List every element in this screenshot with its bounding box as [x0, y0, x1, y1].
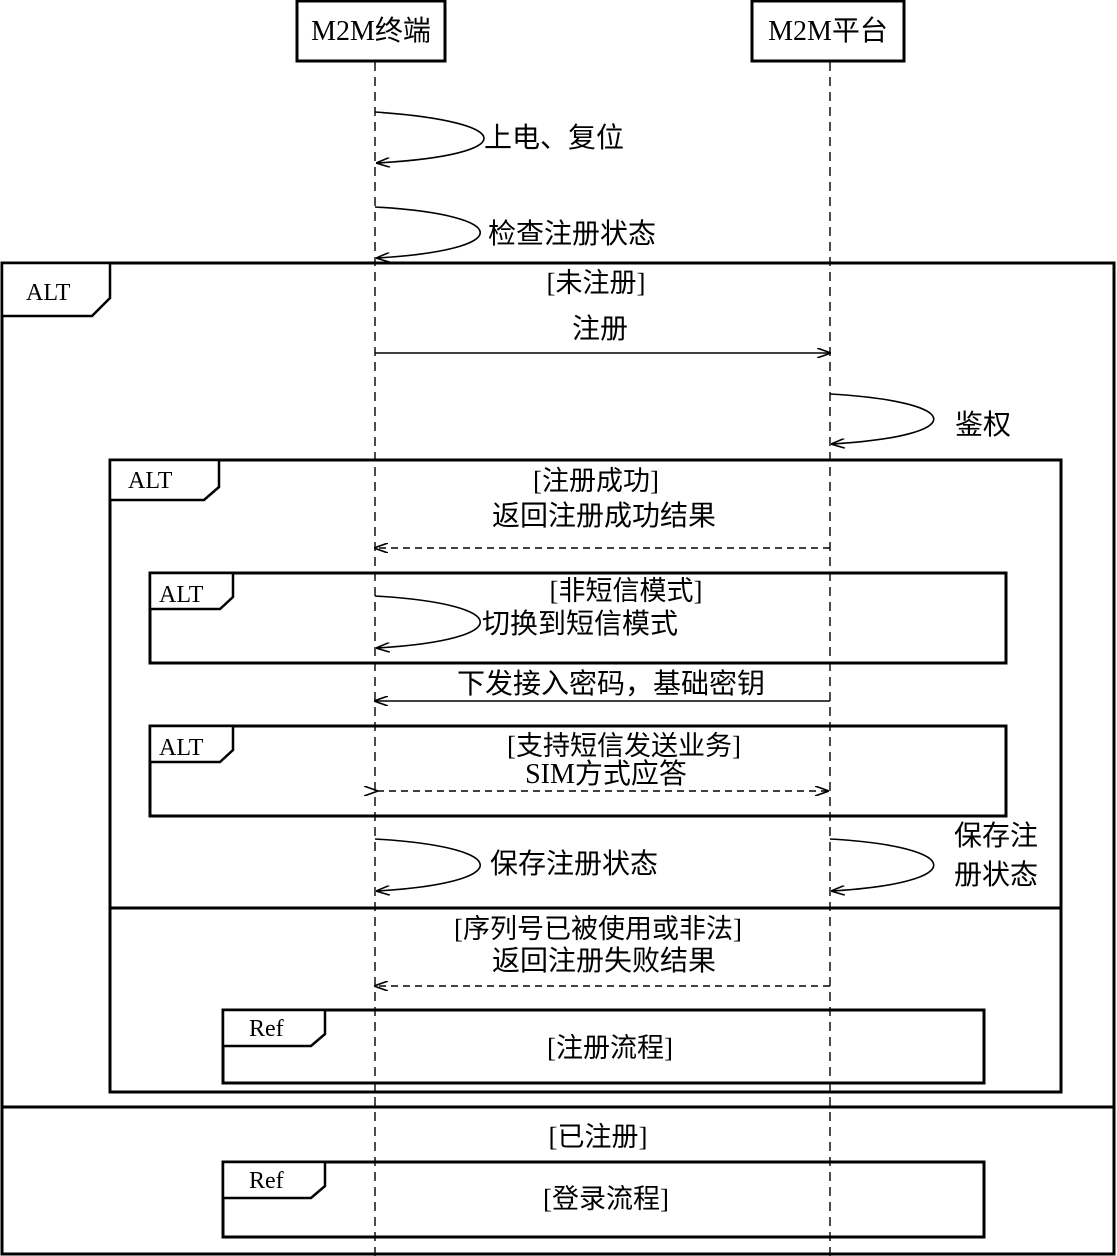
return-success-label: 返回注册成功结果: [492, 500, 716, 532]
sim-reply-label: SIM方式应答: [525, 758, 687, 790]
return-fail-label: 返回注册失败结果: [492, 945, 716, 977]
sms-mode-guard: [非短信模式]: [550, 576, 703, 606]
inner-guard-invalid: [序列号已被使用或非法]: [454, 914, 742, 944]
self-message-switch-sms: 切换到短信模式: [374, 595, 678, 648]
self-message-save-platform: 保存注 册状态: [829, 820, 1038, 891]
outer-alt-frame: ALT [未注册] [已注册]: [0, 261, 1116, 1256]
ref-registration-flow: Ref [注册流程]: [221, 1008, 986, 1085]
self-message-check-status: 检查注册状态: [374, 206, 656, 258]
issue-keys-label: 下发接入密码，基础密钥: [457, 668, 765, 700]
self-message-power-reset: 上电、复位: [374, 111, 624, 163]
ref-tag-login: Ref: [249, 1168, 284, 1194]
ref-login-flow: Ref [登录流程]: [221, 1160, 986, 1239]
message-return-success: 返回注册成功结果: [375, 500, 830, 548]
ref-registration-text: [注册流程]: [547, 1033, 673, 1063]
sms-support-guard: [支持短信发送业务]: [507, 731, 741, 761]
auth-label: 鉴权: [955, 409, 1011, 441]
sms-mode-alt-tag: ALT: [159, 582, 204, 608]
sms-support-alt-tag: ALT: [159, 735, 204, 761]
outer-guard-unregistered: [未注册]: [547, 268, 646, 298]
ref-login-text: [登录流程]: [543, 1184, 669, 1214]
message-register: 注册: [375, 313, 830, 353]
message-sim-reply: SIM方式应答: [377, 758, 828, 791]
outer-guard-registered: [已注册]: [549, 1122, 648, 1152]
save-status-terminal-label: 保存注册状态: [490, 848, 658, 880]
message-return-fail: 返回注册失败结果: [375, 945, 830, 986]
participant-terminal: M2M终端: [295, 0, 447, 63]
power-reset-label: 上电、复位: [484, 122, 624, 154]
sms-mode-alt-frame: ALT [非短信模式]: [148, 571, 1008, 665]
inner-guard-success: [注册成功]: [533, 466, 659, 496]
inner-alt-frame: ALT [注册成功] [序列号已被使用或非法]: [108, 458, 1063, 1094]
message-issue-keys: 下发接入密码，基础密钥: [375, 668, 830, 701]
self-message-auth: 鉴权: [829, 393, 1011, 444]
participant-platform-label: M2M平台: [768, 15, 888, 47]
outer-alt-tag: ALT: [26, 280, 71, 306]
participant-platform: M2M平台: [750, 0, 906, 63]
self-message-save-terminal: 保存注册状态: [374, 838, 658, 891]
check-status-label: 检查注册状态: [488, 218, 656, 250]
ref-tag-registration: Ref: [249, 1016, 284, 1042]
switch-sms-label: 切换到短信模式: [482, 608, 678, 640]
register-label: 注册: [572, 313, 628, 345]
sms-support-alt-frame: ALT [支持短信发送业务]: [148, 724, 1008, 818]
participant-terminal-label: M2M终端: [311, 15, 431, 47]
inner-alt-tag: ALT: [128, 468, 173, 494]
save-status-platform-line2: 册状态: [954, 859, 1038, 891]
save-status-platform-line1: 保存注: [954, 820, 1038, 852]
